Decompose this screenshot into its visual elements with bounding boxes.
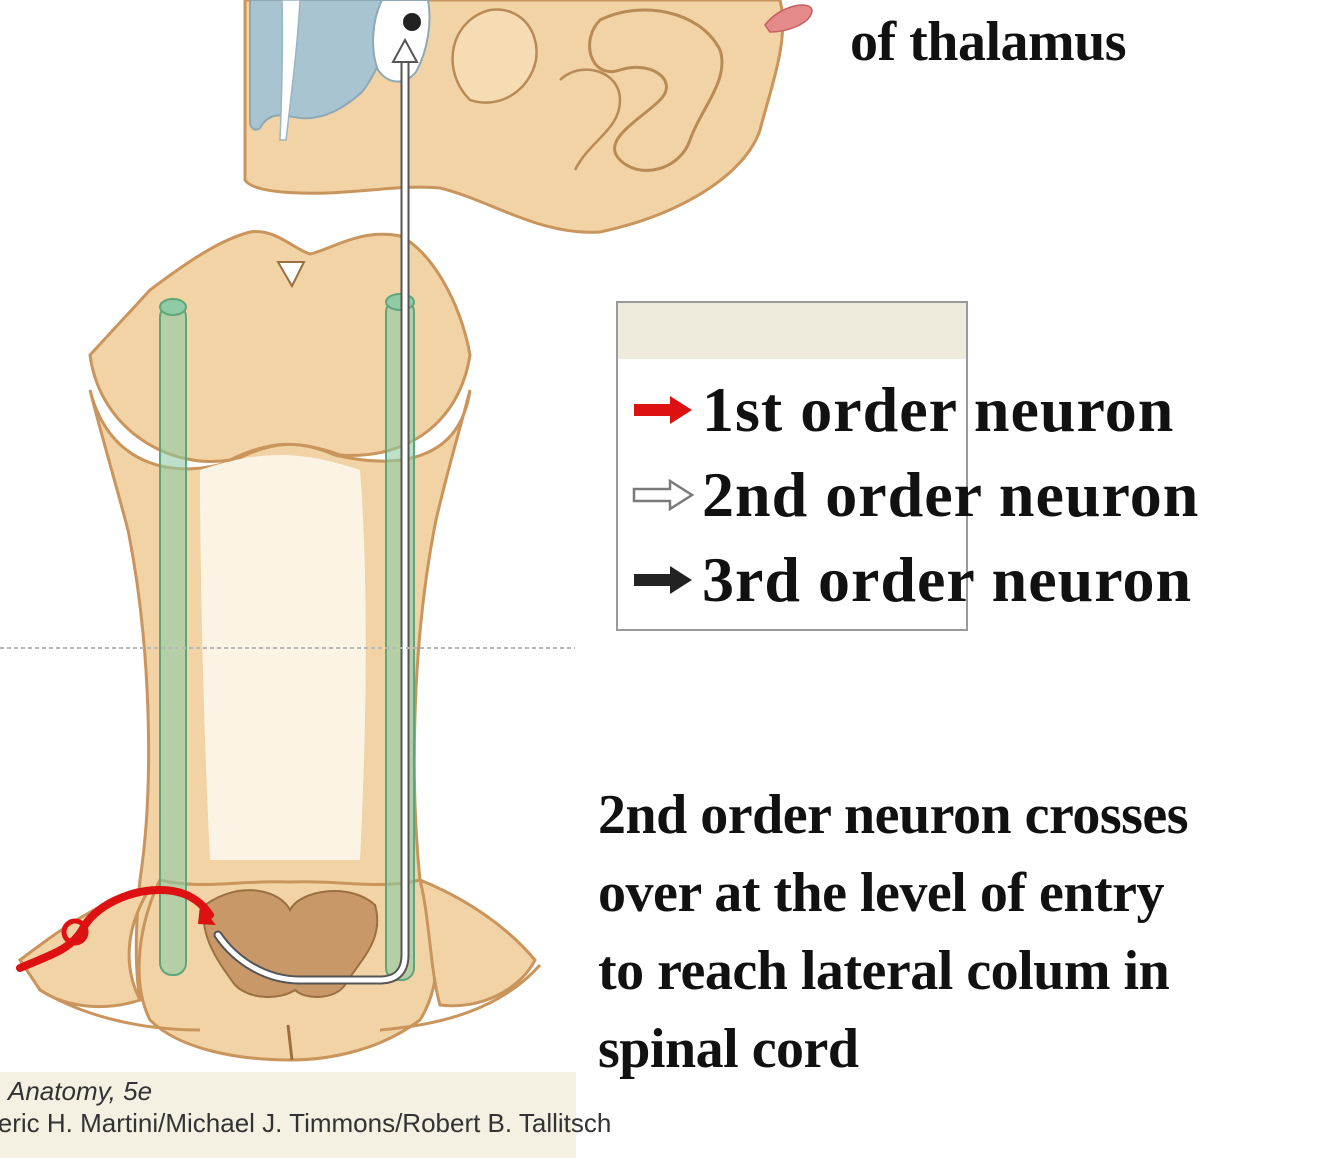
- black-arrow-icon: [630, 563, 698, 597]
- white-arrow-icon: [630, 478, 698, 512]
- note-line: 2nd order neuron crosses: [598, 776, 1328, 854]
- right-tract-top: [386, 294, 414, 310]
- red-arrow-icon: [630, 393, 698, 427]
- legend-label: 2nd order neuron: [702, 458, 1199, 532]
- left-tract: [160, 305, 186, 975]
- legend-header: [618, 303, 966, 359]
- legend-item-first-order: 1st order neuron: [630, 368, 1199, 452]
- legend-label: 1st order neuron: [702, 373, 1174, 447]
- legend-item-second-order: 2nd order neuron: [630, 452, 1199, 538]
- note-line: over at the level of entry: [598, 854, 1328, 932]
- spinal-nerve-left: [20, 888, 150, 1007]
- spinal-cord: [20, 232, 540, 1060]
- right-tract: [386, 300, 414, 980]
- note-line: to reach lateral colum in: [598, 932, 1328, 1010]
- crossing-note: 2nd order neuron crosses over at the lev…: [598, 776, 1328, 1088]
- brain-section: [245, 0, 812, 232]
- legend: 1st order neuron 2nd order neuron 3rd or…: [630, 368, 1199, 622]
- legend-label: 3rd order neuron: [702, 543, 1192, 617]
- left-tract-top: [160, 299, 186, 315]
- authors-caption: leric H. Martini/Michael J. Timmons/Robe…: [0, 1108, 611, 1139]
- legend-item-third-order: 3rd order neuron: [630, 538, 1199, 622]
- white-matter-core: [200, 455, 366, 860]
- thalamus-label: of thalamus: [850, 14, 1126, 70]
- book-title-caption: Anatomy, 5e: [8, 1076, 152, 1107]
- note-line: spinal cord: [598, 1010, 1328, 1088]
- nucleus-marker: [403, 13, 421, 31]
